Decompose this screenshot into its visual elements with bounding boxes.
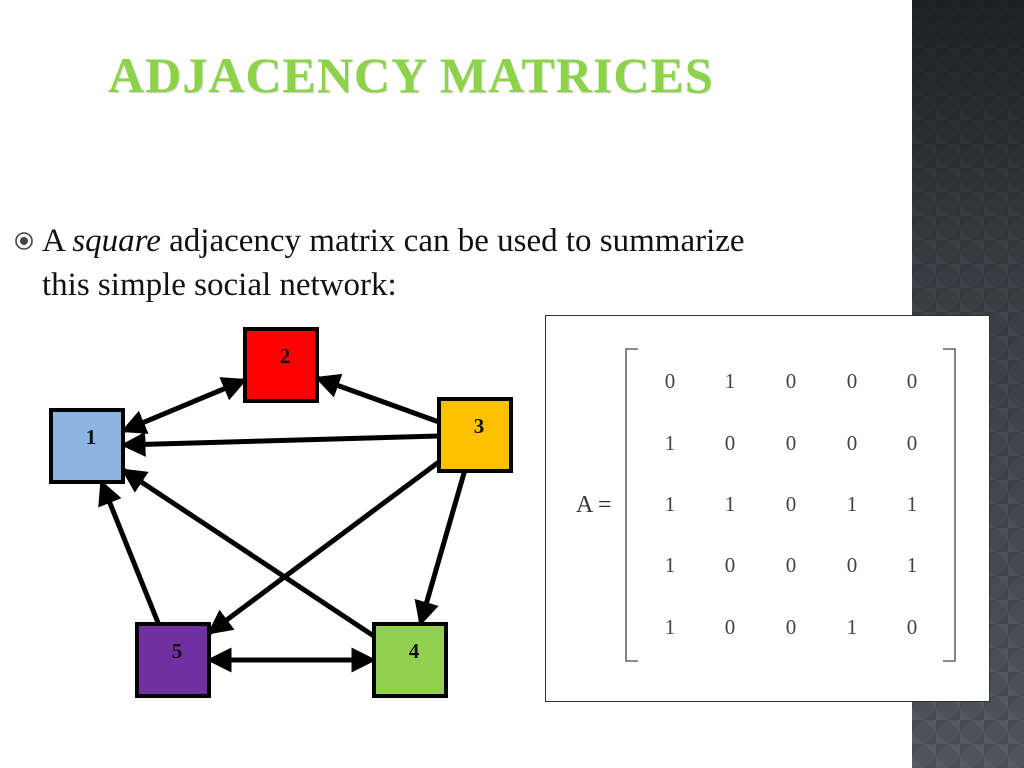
circle-bullet-icon: [15, 232, 33, 250]
matrix-cells: 0 1 0 0 0 1 0 0 0 0 1 1 0 1 1 1 0 0 0 1 1 0 0 1 0: [665, 369, 918, 639]
matrix-cell-r4-c4: 0: [847, 553, 858, 577]
matrix-label: A =: [576, 492, 612, 518]
matrix-cell-r3-c1: 1: [665, 492, 676, 516]
matrix-cell-r2-c5: 0: [907, 431, 918, 455]
edge-4-to-1: [120, 467, 376, 639]
matrix-cell-r3-c3: 0: [786, 492, 797, 516]
matrix-cell-r4-c1: 1: [665, 553, 676, 577]
matrix-left-bracket: [625, 348, 638, 662]
graph-edges: [98, 373, 468, 673]
matrix-cell-r4-c3: 0: [786, 553, 797, 577]
matrix-cell-r5-c1: 1: [665, 615, 676, 639]
edge-3-to-5: [206, 459, 441, 636]
matrix-cell-r1-c5: 0: [907, 369, 918, 393]
matrix-cell-r3-c4: 1: [847, 492, 858, 516]
edge-3-to-1: [120, 431, 440, 457]
matrix-cell-r5-c3: 0: [786, 615, 797, 639]
matrix-cell-r1-c2: 1: [725, 369, 736, 393]
node-3-label: 3: [474, 414, 485, 438]
matrix-cell-r1-c4: 0: [847, 369, 858, 393]
matrix-cell-r4-c5: 1: [907, 553, 918, 577]
bullet-line2: this simple social network:: [42, 267, 397, 303]
matrix-cell-r2-c3: 0: [786, 431, 797, 455]
edge-1-2-bidirectional: [120, 377, 248, 434]
matrix-right-bracket: [943, 348, 956, 662]
bullet-line1-rest: adjacency matrix can be used to summariz…: [169, 223, 745, 259]
matrix-cell-r5-c4: 1: [847, 615, 858, 639]
bullet-text: A square adjacency matrix can be used to…: [42, 219, 902, 307]
adjacency-matrix-panel: A = 0 1 0 0 0 1 0 0 0 0 1 1 0 1 1 1 0 0 0 1 1 0 0 1 0: [545, 315, 990, 702]
node-1-box: [49, 408, 125, 484]
node-4-box: [372, 622, 448, 698]
node-2-label: 2: [280, 344, 291, 368]
node-2-box: [243, 327, 319, 403]
bullet-emphasis: square: [72, 223, 161, 259]
matrix-cell-r2-c4: 0: [847, 431, 858, 455]
matrix-cell-r4-c2: 0: [725, 553, 736, 577]
node-1-label: 1: [86, 425, 97, 449]
social-network-graph: 1 2 3 4 5: [49, 327, 513, 698]
bullet-prefix: A: [42, 223, 65, 259]
matrix-cell-r1-c1: 0: [665, 369, 676, 393]
matrix-cell-r5-c2: 0: [725, 615, 736, 639]
slide-title: ADJACENCY MATRICES: [108, 47, 714, 103]
matrix-cell-r2-c1: 1: [665, 431, 676, 455]
node-5-box: [135, 622, 211, 698]
matrix-cell-r3-c5: 1: [907, 492, 918, 516]
matrix-cell-r1-c3: 0: [786, 369, 797, 393]
matrix-cell-r3-c2: 1: [725, 492, 736, 516]
node-4-label: 4: [409, 639, 420, 663]
graph-nodes: 1 2 3 4 5: [49, 327, 513, 698]
edge-3-to-2: [314, 373, 440, 425]
adjacency-matrix: A = 0 1 0 0 0 1 0 0 0 0 1 1 0 1 1 1 0 0 0 1 1 0 0 1 0: [576, 348, 956, 662]
edge-5-to-1: [98, 479, 161, 625]
edge-3-to-4: [414, 470, 468, 627]
node-5-label: 5: [172, 639, 183, 663]
matrix-cell-r5-c5: 0: [907, 615, 918, 639]
node-3-box: [437, 397, 513, 473]
matrix-cell-r2-c2: 0: [725, 431, 736, 455]
